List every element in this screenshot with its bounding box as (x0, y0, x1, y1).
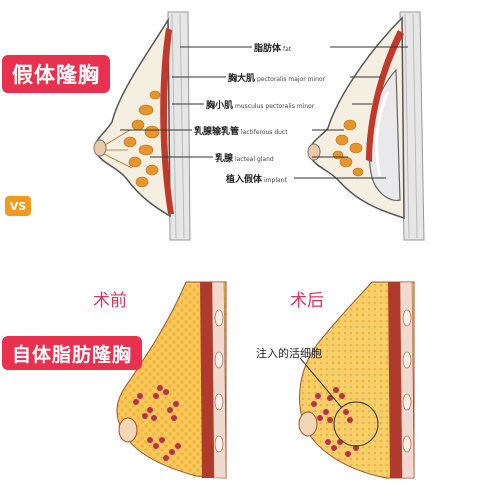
label-pectoralis-major-cn: 胸大肌 (228, 74, 256, 84)
injected-cells-circle (333, 401, 379, 447)
breast-outline (94, 17, 171, 218)
rib-lines-right (404, 13, 418, 239)
gland-clusters-after (311, 387, 359, 457)
leader-lines (120, 46, 408, 179)
rib-layer-after (399, 281, 415, 479)
label-pectoralis-minor-cn: 胸小肌 (206, 101, 234, 111)
vs-badge: VS (5, 196, 31, 216)
muscle-layer-after (388, 282, 402, 478)
breast-fat-after (299, 281, 415, 479)
label-implant-cn: 植入假体 (226, 175, 263, 185)
rib-lines (171, 13, 185, 239)
implant-diagram-left (93, 11, 191, 241)
fat-diagram-before (116, 281, 227, 479)
rib-layer-before (211, 281, 227, 479)
fat-grafting-badge: 自体脂肪隆胸 (2, 336, 142, 370)
label-lacteal-gland-cn: 乳腺 (215, 154, 234, 164)
label-implant-en: implant (264, 177, 287, 184)
label-lacteal-gland-en: lacteal gland (235, 156, 274, 163)
pectoralis-muscle (160, 28, 174, 214)
implant-diagram-right (307, 11, 425, 241)
implant-augmentation-badge: 假体隆胸 (2, 55, 110, 93)
stage-after-label: 术后 (290, 291, 324, 311)
injected-cells-label: 注入的活细胞 (256, 347, 322, 360)
rib-bones-after (402, 309, 412, 453)
label-pectoralis-minor-en: musculus pectoralis minor (235, 103, 315, 110)
muscle-layer-before (200, 282, 214, 478)
nipple-right (307, 143, 321, 161)
stage-before-label: 术前 (93, 291, 127, 311)
gland-lobules (123, 90, 161, 188)
pectoralis-muscle-right (366, 30, 404, 162)
nipple (93, 139, 107, 157)
nipple-after (298, 411, 318, 437)
rib-bones-before (214, 309, 224, 453)
breast-fat-before (116, 281, 227, 479)
label-lactiferous-duct-en: lactiferous duct (241, 129, 288, 136)
label-lactiferous-duct-cn: 乳腺输乳管 (194, 127, 240, 137)
label-pectoralis-major-en: pectoralis major minor (257, 76, 326, 83)
implant-highlight (375, 91, 390, 177)
injected-cells-leader (299, 357, 343, 409)
gland-lobules-right (332, 119, 364, 177)
label-fat-en: fat (283, 46, 292, 53)
gland-clusters-before (133, 385, 181, 461)
fat-diagram-after (298, 281, 415, 479)
label-fat-cn: 脂肪体 (254, 44, 282, 54)
nipple-before (118, 417, 138, 443)
